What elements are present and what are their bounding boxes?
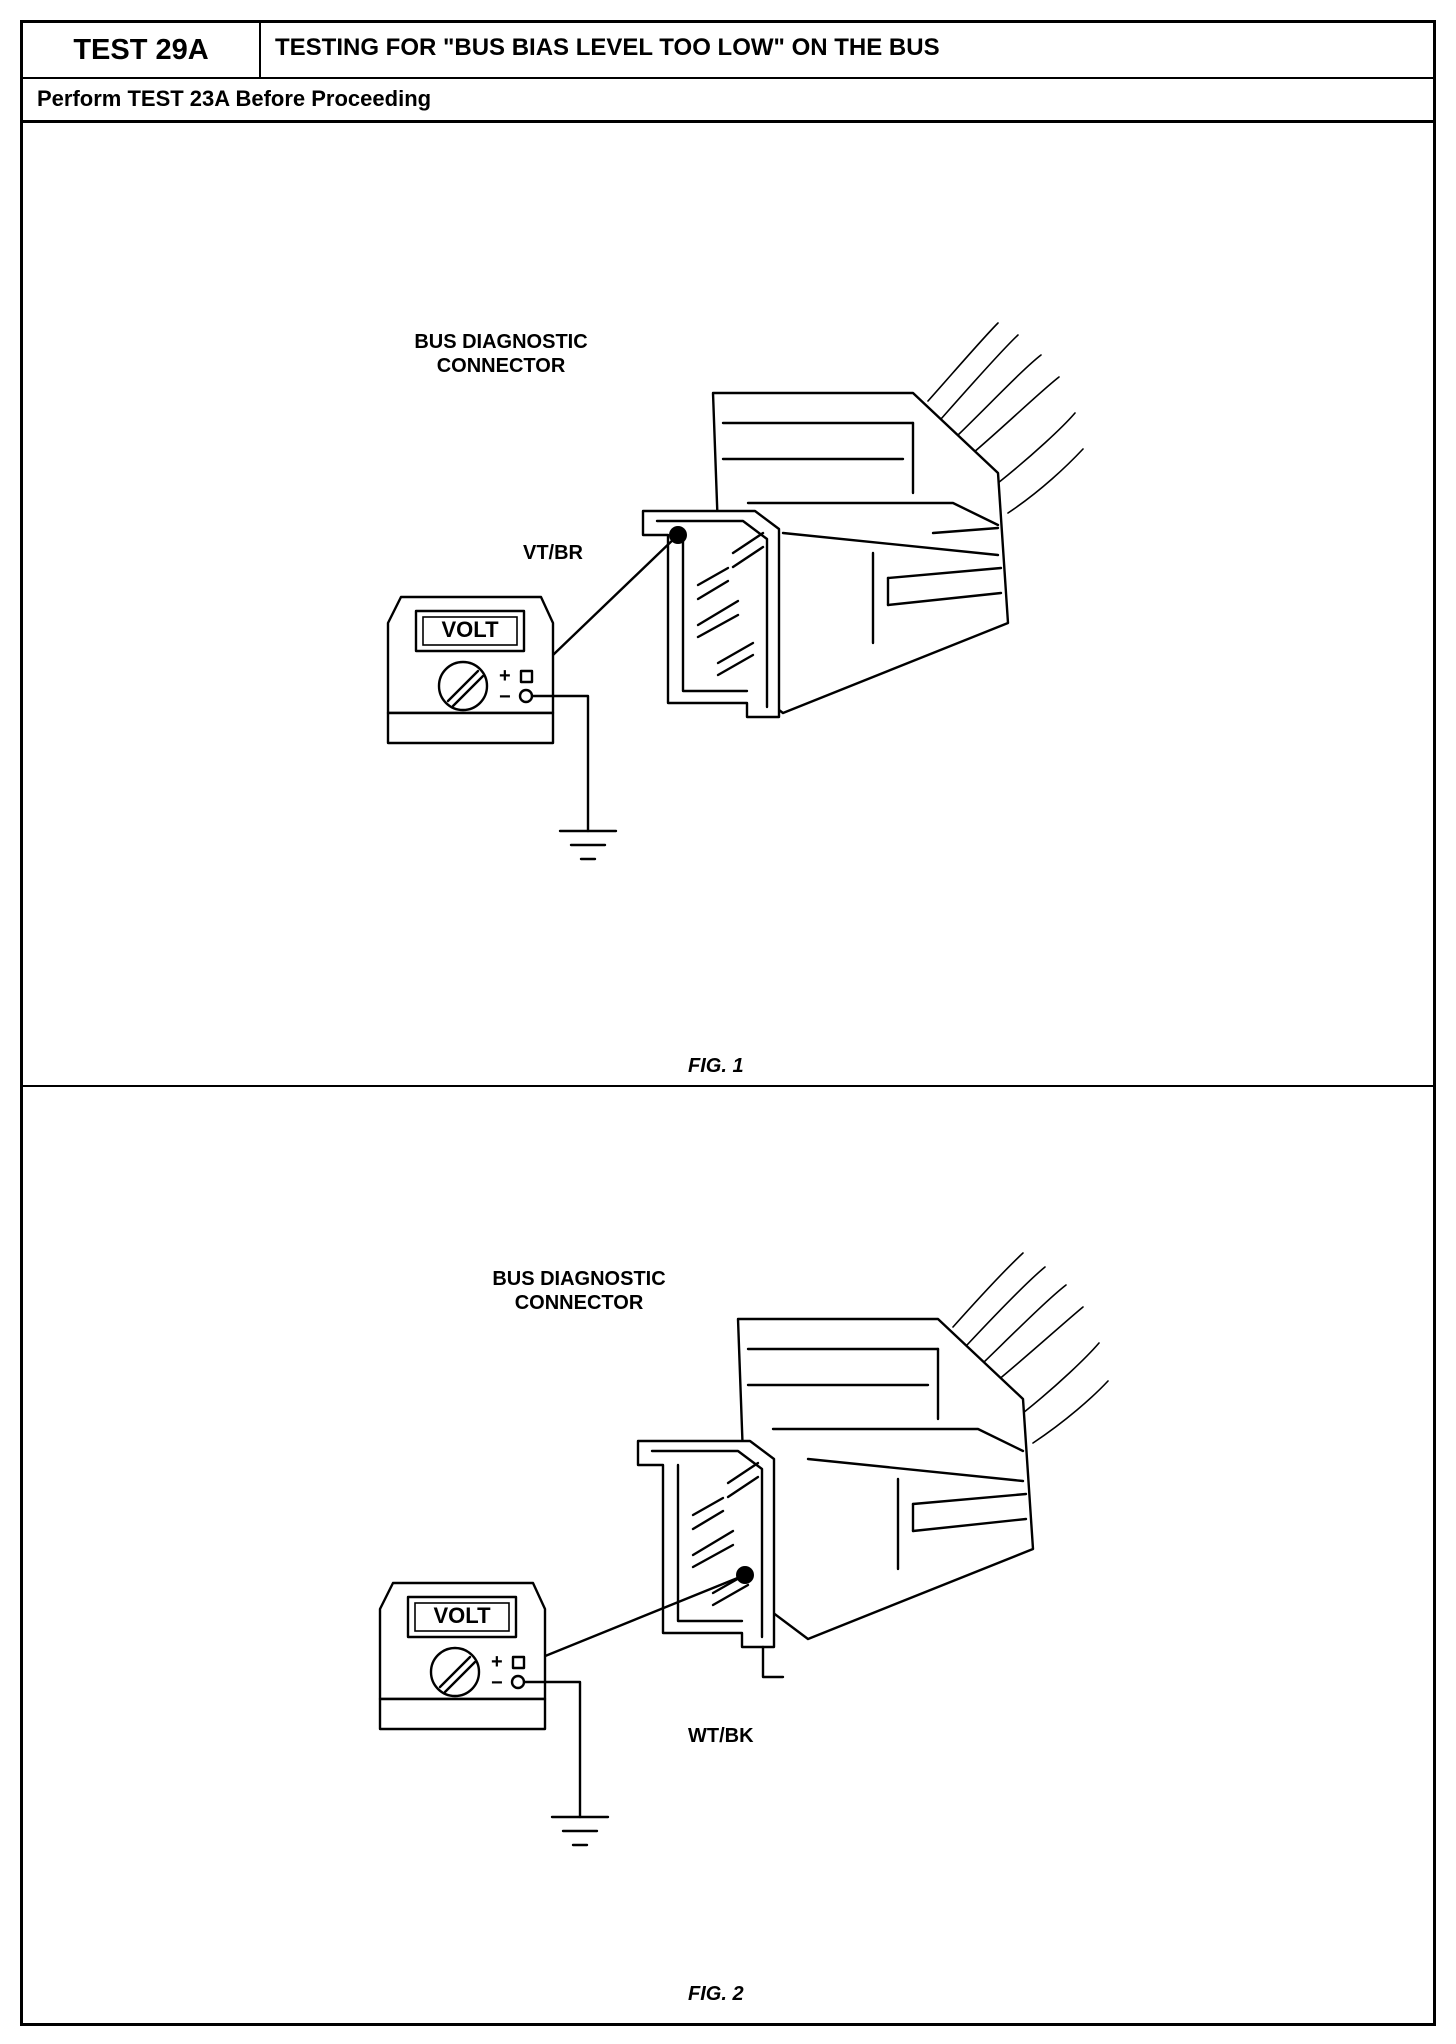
minus-sign: − — [499, 686, 511, 708]
header-row: TEST 29A TESTING FOR "BUS BIAS LEVEL TOO… — [23, 23, 1433, 79]
voltmeter — [386, 595, 555, 745]
test-sheet: TEST 29A TESTING FOR "BUS BIAS LEVEL TOO… — [20, 20, 1436, 2026]
ground-symbol — [522, 1680, 610, 1847]
wire-label: WT/BK — [688, 1725, 754, 1747]
meter-display-text: VOLT — [441, 617, 499, 642]
meter-display-text: VOLT — [433, 1603, 491, 1628]
connector-label: BUS DIAGNOSTIC CONNECTOR — [492, 1268, 666, 1314]
bus-diagnostic-connector — [641, 391, 1010, 719]
plus-sign: + — [499, 665, 511, 687]
test-id: TEST 29A — [23, 23, 261, 77]
wire-harness — [952, 1252, 1109, 1444]
negative-jack — [510, 1674, 526, 1690]
figure-2-diagram — [378, 1252, 1109, 1847]
positive-jack — [519, 669, 534, 684]
plus-sign: + — [491, 1651, 503, 1673]
ground-symbol — [530, 694, 618, 861]
figure-1-panel: BUS DIAGNOSTIC CONNECTOR VT/BR VOLT + − … — [23, 123, 1433, 1087]
wire-harness — [927, 322, 1084, 514]
figure-1-diagram — [386, 322, 1084, 861]
prerequisite-note: Perform TEST 23A Before Proceeding — [23, 79, 1433, 123]
minus-sign: − — [491, 1672, 503, 1694]
positive-jack — [511, 1655, 526, 1670]
figure-caption: FIG. 2 — [688, 1983, 744, 2005]
positive-probe-lead — [521, 1573, 747, 1667]
wire-label: VT/BR — [523, 542, 583, 564]
voltmeter — [378, 1581, 547, 1731]
bus-diagnostic-connector — [636, 1317, 1035, 1679]
negative-jack — [518, 688, 534, 704]
test-title: TESTING FOR "BUS BIAS LEVEL TOO LOW" ON … — [275, 34, 940, 61]
connector-label: BUS DIAGNOSTIC CONNECTOR — [414, 331, 588, 377]
figure-2-panel: BUS DIAGNOSTIC CONNECTOR WT/BK VOLT + − … — [23, 1087, 1433, 2023]
figure-caption: FIG. 1 — [688, 1055, 744, 1077]
